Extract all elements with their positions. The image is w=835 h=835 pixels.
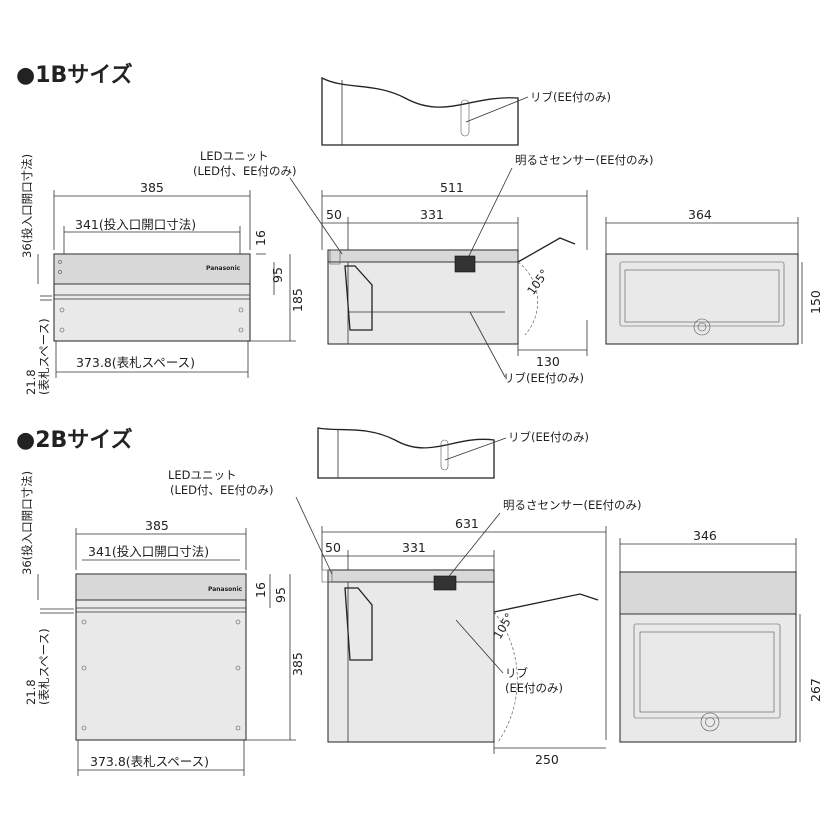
rib-detail-2b: リブ(EE付のみ) — [317, 427, 589, 479]
rib-top-label-2b: リブ(EE付のみ) — [508, 430, 589, 444]
side-d1-2b: 50 — [325, 540, 341, 555]
section-title-1b: ●1Bサイズ — [16, 62, 133, 88]
led-label-2b: LEDユニット — [168, 468, 237, 482]
front-total-height-1b: 185 — [290, 288, 305, 312]
rib-detail-1b: リブ(EE付のみ) — [321, 76, 611, 146]
front-h2-2b: 95 — [273, 587, 288, 603]
front-width-2b: 385 — [145, 518, 169, 533]
side-open-1b: 130 — [536, 354, 560, 369]
back-view-2b: 346 267 — [619, 528, 823, 743]
front-h2-1b: 95 — [270, 267, 285, 283]
back-width-1b: 364 — [688, 207, 712, 222]
plate-width-2b: 373.8(表札スペース) — [90, 754, 209, 769]
sensor-label-2b: 明るさセンサー(EE付のみ) — [503, 498, 642, 512]
brand-logo-1b: Panasonic — [206, 265, 241, 272]
slot-width-1b: 341(投入口開口寸法) — [75, 217, 196, 232]
rib-label2-2b: (EE付のみ) — [505, 681, 563, 695]
side-d1-1b: 50 — [326, 207, 342, 222]
slot-width-2b: 341(投入口開口寸法) — [88, 544, 209, 559]
back-height-1b: 150 — [808, 290, 823, 314]
sensor-label-1b: 明るさセンサー(EE付のみ) — [515, 153, 654, 167]
rib-label-2b: リブ — [505, 666, 528, 680]
front-h1-1b: 16 — [253, 230, 268, 246]
front-view-1b: Panasonic 385 341(投入口開口寸法) 36(投入口開口寸法) 1… — [20, 154, 305, 395]
led-sub-2b: (LED付、EE付のみ) — [170, 483, 274, 497]
slot-height-1b: 36(投入口開口寸法) — [20, 154, 34, 258]
side-d2-1b: 331 — [420, 207, 444, 222]
slot-height-2b: 36(投入口開口寸法) — [20, 471, 34, 575]
section-1b: ●1Bサイズ リブ(EE付のみ) Panasonic 385 — [16, 62, 823, 395]
front-view-2b: Panasonic 385 341(投入口開口寸法) 36(投入口開口寸法) 1… — [20, 471, 305, 776]
plate-width-1b: 373.8(表札スペース) — [76, 355, 195, 370]
side-open-2b: 250 — [535, 752, 559, 767]
rib-label-1b: リブ(EE付のみ) — [503, 371, 584, 385]
plate-height-1b: 21.8(表札スペース) — [24, 318, 51, 395]
led-sub-1b: (LED付、EE付のみ) — [193, 164, 297, 178]
section-2b: ●2Bサイズ リブ(EE付のみ) Panasonic 385 341(投入口開口… — [16, 427, 823, 776]
brand-logo-2b: Panasonic — [208, 586, 243, 593]
front-width-1b: 385 — [140, 180, 164, 195]
led-label-1b: LEDユニット — [200, 149, 269, 163]
side-view-2b: 105° 631 50 331 250 LEDユニット (LED付、EE付のみ)… — [168, 468, 642, 767]
plate-height-2b: 21.8(表札スペース) — [24, 628, 51, 705]
back-width-2b: 346 — [693, 528, 717, 543]
side-view-1b: 105° 511 50 331 130 LEDユニット (LED付、EE付のみ)… — [193, 149, 654, 385]
side-angle-1b: 105° — [524, 267, 551, 298]
back-view-1b: 364 150 — [605, 207, 823, 345]
front-total-height-2b: 385 — [290, 652, 305, 676]
rib-top-label-1b: リブ(EE付のみ) — [530, 90, 611, 104]
side-d2-2b: 331 — [402, 540, 426, 555]
front-h1-2b: 16 — [253, 582, 268, 598]
section-title-2b: ●2Bサイズ — [16, 427, 133, 453]
side-depth-1b: 511 — [440, 180, 464, 195]
side-depth-2b: 631 — [455, 516, 479, 531]
back-height-2b: 267 — [808, 678, 823, 702]
